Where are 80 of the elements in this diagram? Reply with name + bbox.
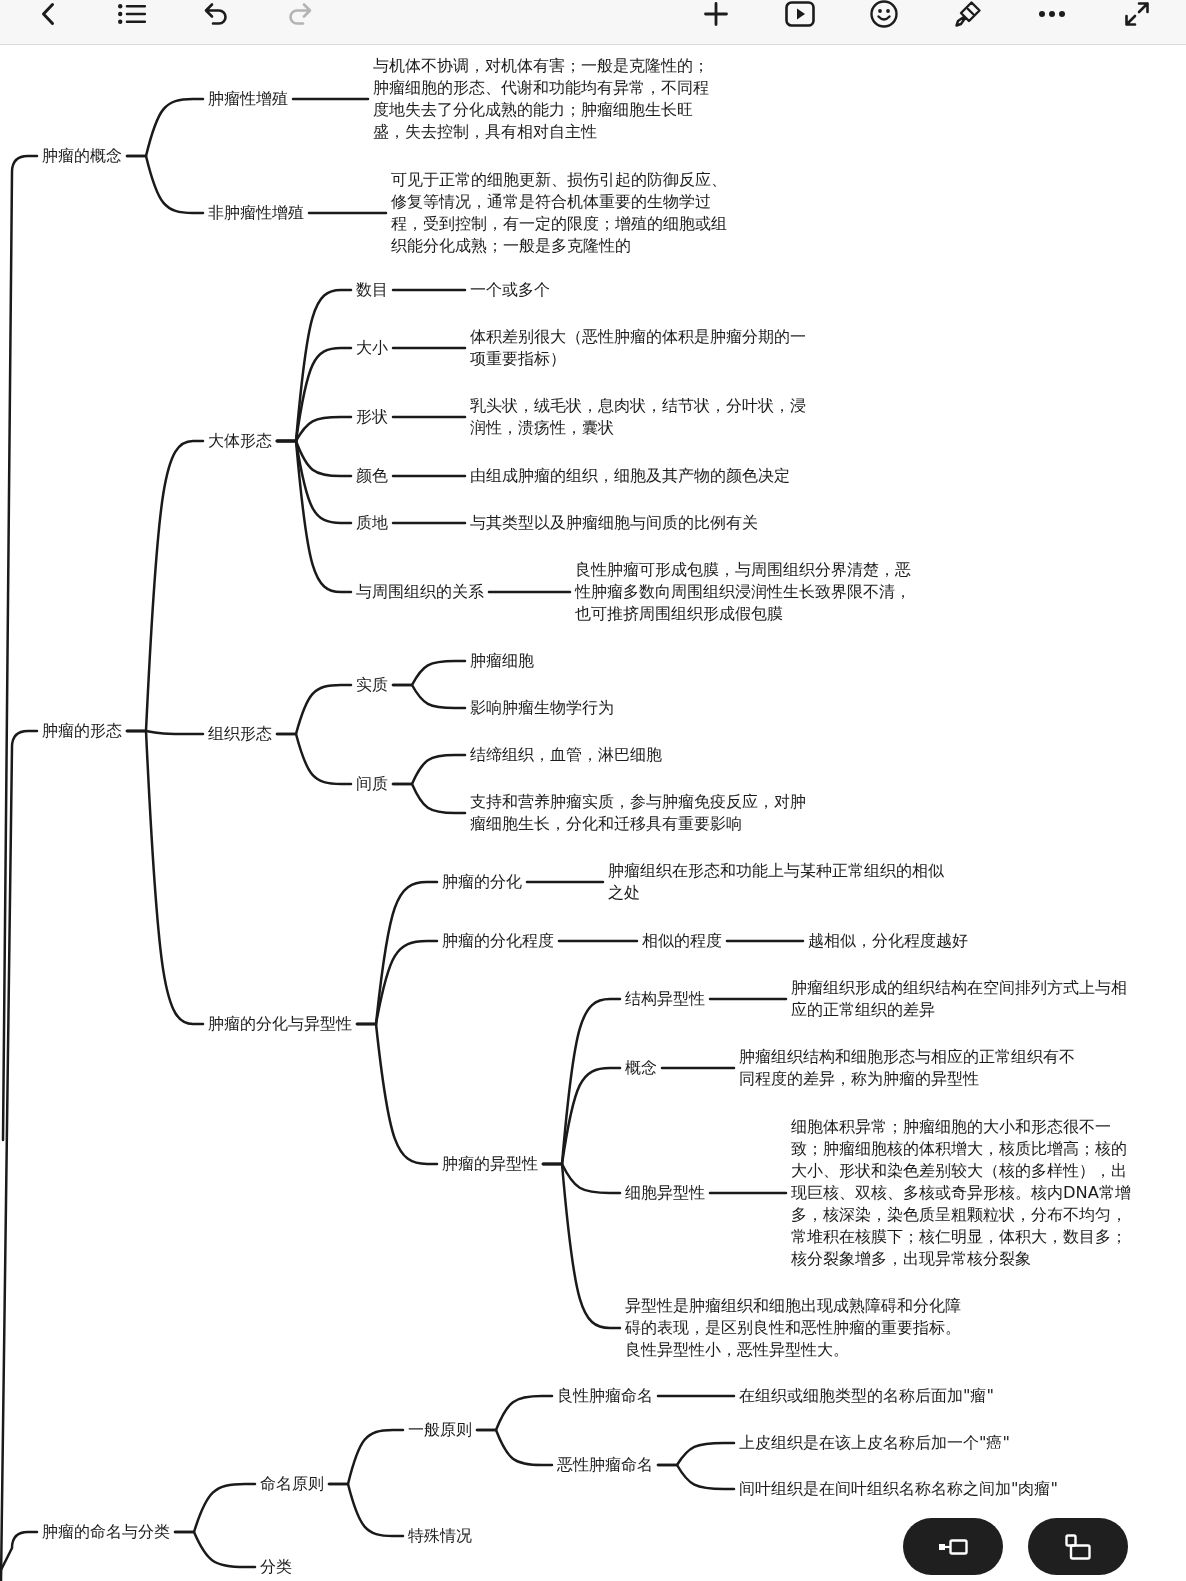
connector-line	[1, 154, 39, 1142]
topic-text: 肿瘤的命名与分类	[37, 1521, 175, 1543]
topic-text: 特殊情况	[403, 1525, 477, 1547]
topic-text: 非肿瘤性增殖	[203, 202, 309, 224]
connector-line	[125, 154, 205, 215]
topic-text: 影响肿瘤生物学行为	[465, 697, 619, 719]
connector-line	[391, 346, 467, 350]
topic-text: 组织形态	[203, 723, 277, 745]
connector-line	[525, 880, 605, 884]
topic-text: 良性肿瘤命名	[552, 1385, 658, 1407]
connector-line	[125, 729, 205, 1026]
connector-line	[391, 415, 467, 419]
connector-line	[275, 732, 353, 786]
connector-line	[391, 521, 467, 525]
connector-line	[656, 1463, 736, 1491]
topic-text: 细胞异型性	[620, 1182, 710, 1204]
topic-text: 大小	[351, 337, 393, 359]
topic-text: 与机体不协调，对机体有害；一般是克隆性的；肿瘤细胞的形态、代谢和功能均有异常，不同程度地失去了分化成熟的能力；肿瘤细胞生长旺盛，失去控制，具有相对自主性	[368, 55, 727, 143]
topic-text: 由组成肿瘤的组织，细胞及其产物的颜色决定	[465, 465, 795, 487]
topic-text: 与周围组织的关系	[351, 581, 489, 603]
topic-text: 肿瘤组织形成的组织结构在空间排列方式上与相应的正常组织的差异	[786, 977, 1145, 1021]
connector-line	[391, 288, 467, 292]
topic-text: 形状	[351, 406, 393, 428]
connector-line	[656, 1394, 736, 1398]
connector-line	[725, 939, 805, 943]
connector-line	[708, 1191, 788, 1195]
topic-text: 大体形态	[203, 430, 277, 452]
topic-text: 与其类型以及肿瘤细胞与间质的比例有关	[465, 512, 763, 534]
connector-line	[391, 474, 467, 478]
topic-text: 肿瘤的形态	[37, 720, 127, 742]
topic-text: 相似的程度	[637, 930, 727, 952]
topic-text: 间叶组织是在间叶组织名称名称之间加"肉瘤"	[734, 1478, 1063, 1500]
topic-text: 越相似，分化程度越好	[803, 930, 973, 952]
connector-line	[355, 1022, 439, 1166]
topic-text: 结构异型性	[620, 988, 710, 1010]
connector-line	[275, 439, 353, 594]
connector-line	[475, 1428, 554, 1467]
connector-line	[291, 97, 370, 101]
topic-text: 间质	[351, 773, 393, 795]
topic-text: 颜色	[351, 465, 393, 487]
connector-line	[173, 1530, 257, 1569]
topic-text: 一个或多个	[465, 279, 555, 301]
connector-line	[541, 1162, 622, 1330]
connector-line	[708, 997, 788, 1001]
topic-text: 数目	[351, 279, 393, 301]
topic-text: 实质	[351, 674, 393, 696]
topic-text: 上皮组织是在该上皮名称后加一个"癌"	[734, 1432, 1015, 1454]
topic-text: 肿瘤的异型性	[437, 1153, 543, 1175]
topic-text: 细胞体积异常；肿瘤细胞的大小和形态很不一致；肿瘤细胞核的体积增大，核质比增高；核的大小、形状和染色差别较大（核的多样性），出现巨核、双核、多核或奇异形核。核内DNA常增多，核深染，染色质呈粗颗粒状，分布不均匀，常堆积在核膜下；核仁明显，体积大，数目多；核分裂象增多，出现异常核分裂象	[786, 1116, 1145, 1270]
connector-line	[0, 729, 39, 1581]
connector-line	[557, 939, 639, 943]
topic-text: 概念	[620, 1057, 662, 1079]
connector-line	[660, 1066, 736, 1070]
topic-text: 肿瘤组织结构和细胞形态与相应的正常组织有不同程度的差异，称为肿瘤的异型性	[734, 1046, 1093, 1090]
topic-text: 结缔组织，血管，淋巴细胞	[465, 744, 667, 766]
topic-text: 肿瘤组织在形态和功能上与某种正常组织的相似之处	[603, 860, 962, 904]
topic-text: 质地	[351, 512, 393, 534]
connector-line	[307, 211, 388, 215]
topic-text: 乳头状，绒毛状，息肉状，结节状，分叶状，浸润性，溃疡性，囊状	[465, 395, 824, 439]
topic-text: 一般原则	[403, 1419, 477, 1441]
connector-line	[391, 782, 467, 815]
topic-text: 支持和营养肿瘤实质，参与肿瘤免疫反应，对肿瘤细胞生长，分化和迁移具有重要影响	[465, 791, 824, 835]
topic-text: 命名原则	[255, 1473, 329, 1495]
topic-text: 肿瘤性增殖	[203, 88, 293, 110]
topic-text: 恶性肿瘤命名	[552, 1454, 658, 1476]
topic-text: 良性肿瘤可形成包膜，与周围组织分界清楚，恶性肿瘤多数向周围组织浸润性生长致界限不清，也可推挤周围组织形成假包膜	[570, 559, 929, 625]
topic-text: 肿瘤的分化	[437, 871, 527, 893]
connector-line	[327, 1482, 405, 1538]
topic-text: 可见于正常的细胞更新、损伤引起的防御反应、修复等情况，通常是符合机体重要的生物学过程，受到控制，有一定的限度；增殖的细胞或组织能分化成熟；一般是多克隆性的	[386, 169, 745, 257]
topic-text: 分类	[255, 1556, 297, 1578]
topic-text: 肿瘤的概念	[37, 145, 127, 167]
topic-text: 肿瘤的分化与异型性	[203, 1013, 357, 1035]
topic-text: 异型性是肿瘤组织和细胞出现成熟障碍和分化障碍的表现，是区别良性和恶性肿瘤的重要指标。良性异型性小，恶性异型性大。	[620, 1295, 979, 1361]
topic-text: 体积差别很大（恶性肿瘤的体积是肿瘤分期的一项重要指标）	[465, 326, 824, 370]
topic-text: 在组织或细胞类型的名称后面加"瘤"	[734, 1385, 999, 1407]
topic-text: 肿瘤的分化程度	[437, 930, 559, 952]
connector-line	[0, 1530, 39, 1574]
connector-line	[391, 683, 467, 710]
connector-line	[487, 590, 572, 594]
topic-text: 肿瘤细胞	[465, 650, 539, 672]
